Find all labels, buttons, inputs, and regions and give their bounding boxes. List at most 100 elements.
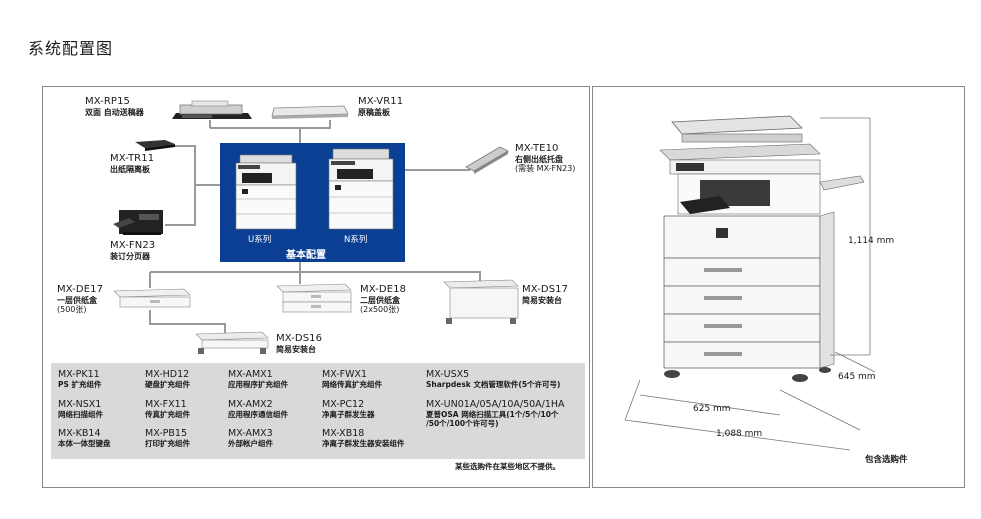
option-code: MX-PK11: [58, 369, 100, 380]
option-code: MX-PC12: [322, 399, 365, 410]
option-item: MX-AMX1 应用程序扩充组件: [228, 369, 288, 390]
base-configuration-label: 基本配置: [286, 250, 326, 261]
option-item: MX-AMX3 外部帐户组件: [228, 428, 273, 449]
single-paper-drawer-image: [113, 288, 191, 308]
option-name: 网络扫描组件: [58, 409, 103, 419]
n-series-copier-image: [328, 148, 394, 230]
option-code: MX-AMX1: [228, 369, 273, 380]
option-name: 夏普OSA 网络扫描工具(1个/5个/10个: [426, 409, 559, 419]
option-item: MX-NSX1 网络扫描组件: [58, 399, 103, 420]
option-item: MX-AMX2 应用程序通信组件: [228, 399, 288, 420]
option-code: MX-PB15: [145, 428, 187, 439]
tr11-code: MX-TR11: [110, 153, 155, 164]
vr11-name: 原稿盖板: [358, 107, 390, 117]
page-title: 系统配置图: [28, 39, 114, 58]
system-diagram-panel: [42, 86, 590, 488]
option-item: MX-KB14 本体一体型键盘: [58, 428, 111, 449]
n-series-label: N系列: [344, 235, 368, 245]
option-name: 网络传真扩充组件: [322, 379, 382, 389]
de17-code: MX-DE17: [57, 284, 104, 295]
fn23-name: 装订分页器: [110, 251, 150, 261]
ds16-label: MX-DS16 简易安装台: [276, 333, 322, 354]
de18-note: (2x500张): [360, 304, 400, 314]
option-code: MX-AMX2: [228, 399, 273, 410]
u-series-copier-image: [235, 154, 297, 230]
option-item: MX-XB18 净离子群发生器安装组件: [322, 428, 405, 449]
option-name: 打印扩充组件: [145, 438, 190, 448]
te10-note: (需装 MX-FN23): [515, 163, 576, 173]
option-name-continued: /50个/100个许可号): [426, 418, 499, 428]
fn23-code: MX-FN23: [110, 240, 156, 251]
te10-name: 右侧出纸托盘: [515, 154, 563, 164]
tr11-name: 出纸隔离板: [110, 164, 150, 174]
ds17-label: MX-DS17 简易安装台: [522, 284, 568, 305]
option-name: PS 扩充组件: [58, 379, 102, 389]
option-name: 硬盘扩充组件: [145, 379, 190, 389]
te10-label: MX-TE10 右侧出纸托盘 (需装 MX-FN23): [515, 143, 575, 173]
option-name: 传真扩充组件: [145, 409, 190, 419]
software-options-box: [51, 363, 585, 459]
option-item: MX-PB15 打印扩充组件: [145, 428, 190, 449]
rp15-code: MX-RP15: [85, 96, 130, 107]
de18-label: MX-DE18 二层供纸盒 (2x500张): [360, 284, 406, 314]
te10-code: MX-TE10: [515, 143, 559, 154]
option-code: MX-NSX1: [58, 399, 102, 410]
tr11-label: MX-TR11 出纸隔离板: [110, 153, 154, 174]
option-item: MX-PC12 净离子群发生器: [322, 399, 375, 420]
depth-dimension: 645 mm: [838, 372, 876, 382]
option-code: MX-KB14: [58, 428, 101, 439]
full-system-machine-image: [659, 115, 865, 382]
dimension-panel: [592, 86, 965, 488]
caption-with-options: 包含选购件: [865, 455, 908, 465]
de17-name: 一层供纸盒: [57, 295, 97, 305]
de18-code: MX-DE18: [360, 284, 407, 295]
u-series-label: U系列: [248, 235, 272, 245]
option-code: MX-AMX3: [228, 428, 273, 439]
footnote: 某些选购件在某些地区不提供。: [455, 462, 560, 471]
option-code: MX-FX11: [145, 399, 187, 410]
option-code: MX-UN01A/05A/10A/50A/1HA: [426, 399, 565, 410]
option-name: 外部帐户组件: [228, 438, 273, 448]
option-code: MX-HD12: [145, 369, 190, 380]
document-cover-image: [271, 105, 349, 119]
right-exit-tray-image: [465, 146, 509, 174]
option-name: 应用程序通信组件: [228, 409, 288, 419]
option-name: 净离子群发生器: [322, 409, 375, 419]
height-dimension: 1,114 mm: [848, 236, 895, 246]
vr11-code: MX-VR11: [358, 96, 404, 107]
ds16-name: 简易安装台: [276, 344, 316, 354]
ds16-code: MX-DS16: [276, 333, 323, 344]
ds17-code: MX-DS17: [522, 284, 569, 295]
de17-label: MX-DE17 一层供纸盒 (500张): [57, 284, 103, 314]
option-name: 本体一体型键盘: [58, 438, 111, 448]
option-item: MX-UN01A/05A/10A/50A/1HA 夏普OSA 网络扫描工具(1个…: [426, 399, 565, 428]
option-item: MX-FX11 传真扩充组件: [145, 399, 190, 420]
de17-note: (500张): [57, 304, 87, 314]
fn23-label: MX-FN23 装订分页器: [110, 240, 155, 261]
exit-separator-image: [135, 140, 175, 151]
vr11-label: MX-VR11 原稿盖板: [358, 96, 403, 117]
option-name: Sharpdesk 文档管理软件(5个许可号): [426, 379, 561, 389]
option-name: 应用程序扩充组件: [228, 379, 288, 389]
base-configuration-box: U系列 N系列 基本配置: [220, 143, 405, 262]
option-item: MX-USX5 Sharpdesk 文档管理软件(5个许可号): [426, 369, 561, 390]
option-code: MX-USX5: [426, 369, 470, 380]
stand-ds16-image: [195, 331, 269, 354]
stand-ds17-image: [443, 279, 519, 324]
finisher-image: [113, 210, 163, 235]
de18-name: 二层供纸盒: [360, 295, 400, 305]
ds17-name: 简易安装台: [522, 295, 562, 305]
rp15-name: 双面 自动送稿器: [85, 107, 144, 117]
option-code: MX-XB18: [322, 428, 365, 439]
option-item: MX-HD12 硬盘扩充组件: [145, 369, 190, 390]
double-paper-drawer-image: [276, 283, 352, 313]
option-item: MX-PK11 PS 扩充组件: [58, 369, 102, 390]
duplex-document-feeder-image: [172, 100, 252, 119]
rp15-label: MX-RP15 双面 自动送稿器: [85, 96, 144, 117]
option-code: MX-FWX1: [322, 369, 368, 380]
width-dimension: 625 mm: [693, 404, 731, 414]
total-width-dimension: 1,088 mm: [716, 429, 763, 439]
option-item: MX-FWX1 网络传真扩充组件: [322, 369, 382, 390]
